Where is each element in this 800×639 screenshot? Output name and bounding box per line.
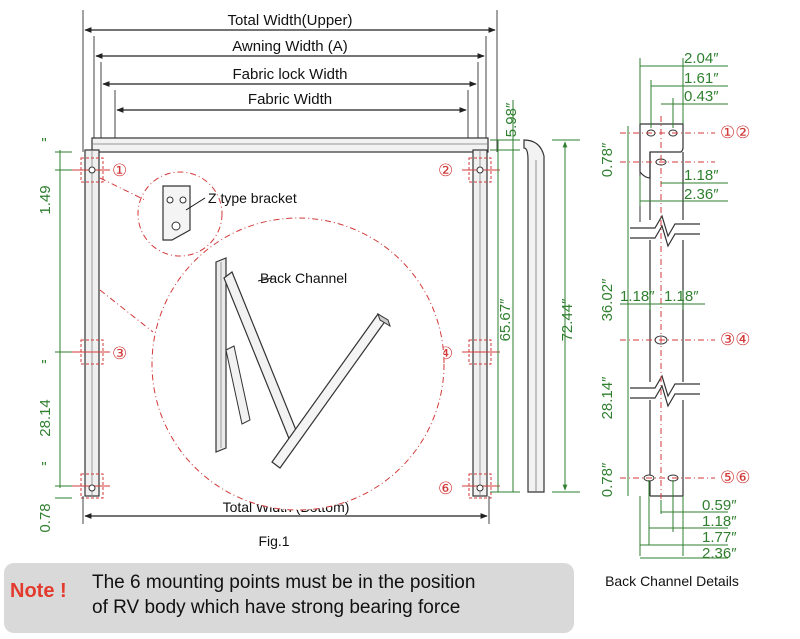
detail-dim-118-top: 1.18″: [684, 167, 719, 184]
detail-dim-204: 2.04″: [684, 50, 719, 67]
top-offset-label: 5.98″: [503, 102, 520, 137]
left-vertical-dimensions: [55, 150, 72, 499]
detail-dim-177: 1.77″: [702, 529, 737, 546]
svg-text:": ": [41, 135, 46, 152]
z-bracket-callout: [99, 171, 223, 257]
z-bracket-label: Z type bracket: [208, 190, 297, 206]
detail-dim-118-bottom: 1.18″: [702, 513, 737, 530]
detail-dim-2814: 28.14″: [599, 376, 616, 420]
note-box: [4, 563, 574, 633]
detail-dim-3602: 36.02″: [599, 278, 616, 322]
detail-dim-043: 0.43″: [684, 88, 719, 105]
detail-dim-078-top: 0.78″: [599, 142, 616, 177]
left-bottom-spacing-label: 0.78: [37, 503, 54, 532]
mount-point-1-label: ①: [112, 161, 127, 180]
detail-dim-118-right: 1.18″: [664, 288, 699, 305]
detail-dim-236-bottom: 2.36″: [702, 545, 737, 562]
detail-dim-236-top: 2.36″: [684, 186, 719, 203]
detail-dim-078-bottom: 0.78″: [599, 462, 616, 497]
detail-label-12: ①②: [720, 123, 750, 142]
detail-dim-161: 1.61″: [684, 70, 719, 87]
mount-point-3-label: ③: [112, 344, 127, 363]
awning-width-label: Awning Width (A): [232, 38, 348, 55]
note-label: Note !: [10, 580, 67, 602]
left-top-spacing-label: 1.49: [37, 185, 54, 214]
svg-text:": ": [41, 459, 46, 476]
back-channel-detail-drawing: [620, 58, 728, 559]
detail-dim-118-left: 1.18″: [620, 288, 655, 305]
awning-frame: [72, 137, 500, 499]
note-line-1: The 6 mounting points must be in the pos…: [92, 572, 476, 593]
back-channel-callout: [99, 217, 445, 511]
note-line-2: of RV body which have strong bearing for…: [92, 597, 461, 618]
detail-label-34: ③④: [720, 330, 750, 349]
fabric-lock-width-label: Fabric lock Width: [232, 66, 347, 83]
back-channel-details-title: Back Channel Details: [605, 573, 739, 589]
right-vertical-dimensions: [490, 100, 520, 493]
width-dimensions: Total Width(Upper) Awning Width (A) Fabr…: [82, 10, 498, 152]
back-channel-label: Back Channel: [260, 270, 347, 286]
rail-height-label: 65.67″: [497, 298, 514, 342]
svg-text:": ": [41, 357, 46, 374]
mount-point-2-label: ②: [438, 161, 453, 180]
mount-point-6-label: ⑥: [438, 479, 453, 498]
overall-height-label: 72.44″: [559, 298, 576, 342]
left-mid-spacing-label: 28.14: [37, 399, 54, 437]
detail-label-56: ⑤⑥: [720, 468, 750, 487]
total-width-upper-label: Total Width(Upper): [227, 12, 352, 29]
awning-side-view: [523, 139, 580, 493]
figure-caption: Fig.1: [258, 533, 289, 549]
note-text: The 6 mounting points must be in the pos…: [92, 570, 475, 620]
detail-dim-059: 0.59″: [702, 497, 737, 514]
fabric-width-label: Fabric Width: [248, 91, 332, 108]
